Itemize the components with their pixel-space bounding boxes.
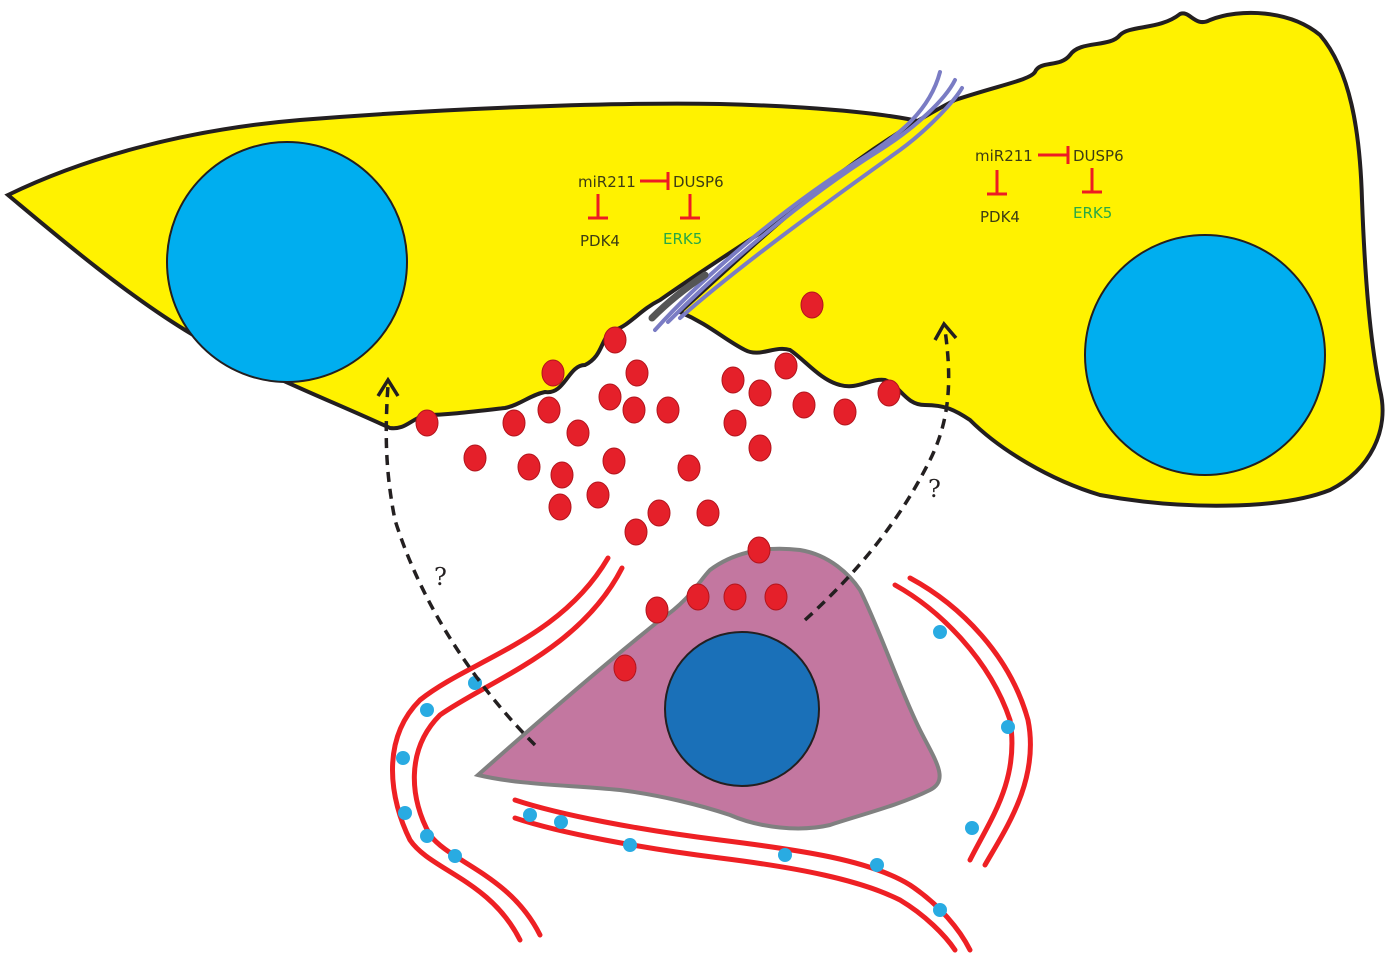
vesicle	[599, 384, 621, 410]
vesicle	[646, 597, 668, 623]
vesicle	[801, 292, 823, 318]
vessel-dot	[396, 751, 410, 765]
vessel-dot	[1001, 720, 1015, 734]
right-erk-label: ERK5	[1073, 204, 1112, 222]
vessel-dot	[778, 848, 792, 862]
vesicle	[626, 360, 648, 386]
vesicle	[724, 584, 746, 610]
vesicle	[749, 380, 771, 406]
vessel-bottom-upper	[515, 800, 970, 950]
vessel-dot	[933, 625, 947, 639]
vesicle	[678, 455, 700, 481]
vesicle	[538, 397, 560, 423]
vessel-dot	[554, 815, 568, 829]
macrophage-nucleus	[665, 632, 819, 786]
vesicle	[587, 482, 609, 508]
vessel-dot	[420, 703, 434, 717]
vesicle	[503, 410, 525, 436]
vesicle	[834, 399, 856, 425]
vesicle	[518, 454, 540, 480]
vessel-dot	[398, 806, 412, 820]
left-arrow-label: ?	[434, 563, 447, 591]
left-cell-nucleus	[167, 142, 407, 382]
vesicle	[687, 584, 709, 610]
vessel-dot	[623, 838, 637, 852]
vesicle	[749, 435, 771, 461]
right-cell-nucleus	[1085, 235, 1325, 475]
vessel-dot	[523, 808, 537, 822]
vesicle	[604, 327, 626, 353]
right-pdk-label: PDK4	[980, 208, 1020, 226]
vessel-dot	[965, 821, 979, 835]
vessel-dot	[933, 903, 947, 917]
left-arrow	[386, 385, 535, 745]
vesicle	[657, 397, 679, 423]
vessel-dot	[420, 829, 434, 843]
left-mir-label: miR211	[578, 173, 636, 191]
vesicle	[775, 353, 797, 379]
right-arrow-label: ?	[928, 475, 941, 503]
vesicle	[542, 360, 564, 386]
right-mir-label: miR211	[975, 147, 1033, 165]
vesicle	[614, 655, 636, 681]
vesicle	[623, 397, 645, 423]
vesicle	[748, 537, 770, 563]
vesicle	[464, 445, 486, 471]
left-dusp-label: DUSP6	[673, 173, 724, 191]
vesicle	[697, 500, 719, 526]
vesicle	[722, 367, 744, 393]
vessel-dot	[870, 858, 884, 872]
vessel-bottom-lower	[515, 818, 955, 950]
vesicle	[878, 380, 900, 406]
vesicle	[648, 500, 670, 526]
vesicle	[625, 519, 647, 545]
vessel-dot	[468, 676, 482, 690]
vesicle	[724, 410, 746, 436]
vesicle	[765, 584, 787, 610]
vesicle	[793, 392, 815, 418]
vessel-dot	[448, 849, 462, 863]
vesicle	[551, 462, 573, 488]
vesicle	[416, 410, 438, 436]
vesicle	[603, 448, 625, 474]
vesicle	[567, 420, 589, 446]
right-dusp-label: DUSP6	[1073, 147, 1124, 165]
left-erk-label: ERK5	[663, 230, 702, 248]
vesicle	[549, 494, 571, 520]
left-pdk-label: PDK4	[580, 232, 620, 250]
